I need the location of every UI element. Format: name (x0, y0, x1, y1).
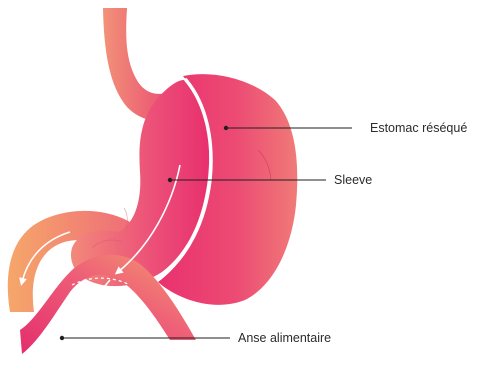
resected-stomach-label: Estomac réséqué (370, 121, 467, 135)
sleeve-label: Sleeve (334, 173, 372, 187)
flow-arrow-limb (68, 280, 110, 336)
alimentary-limb-label: Anse alimentaire (238, 331, 331, 345)
